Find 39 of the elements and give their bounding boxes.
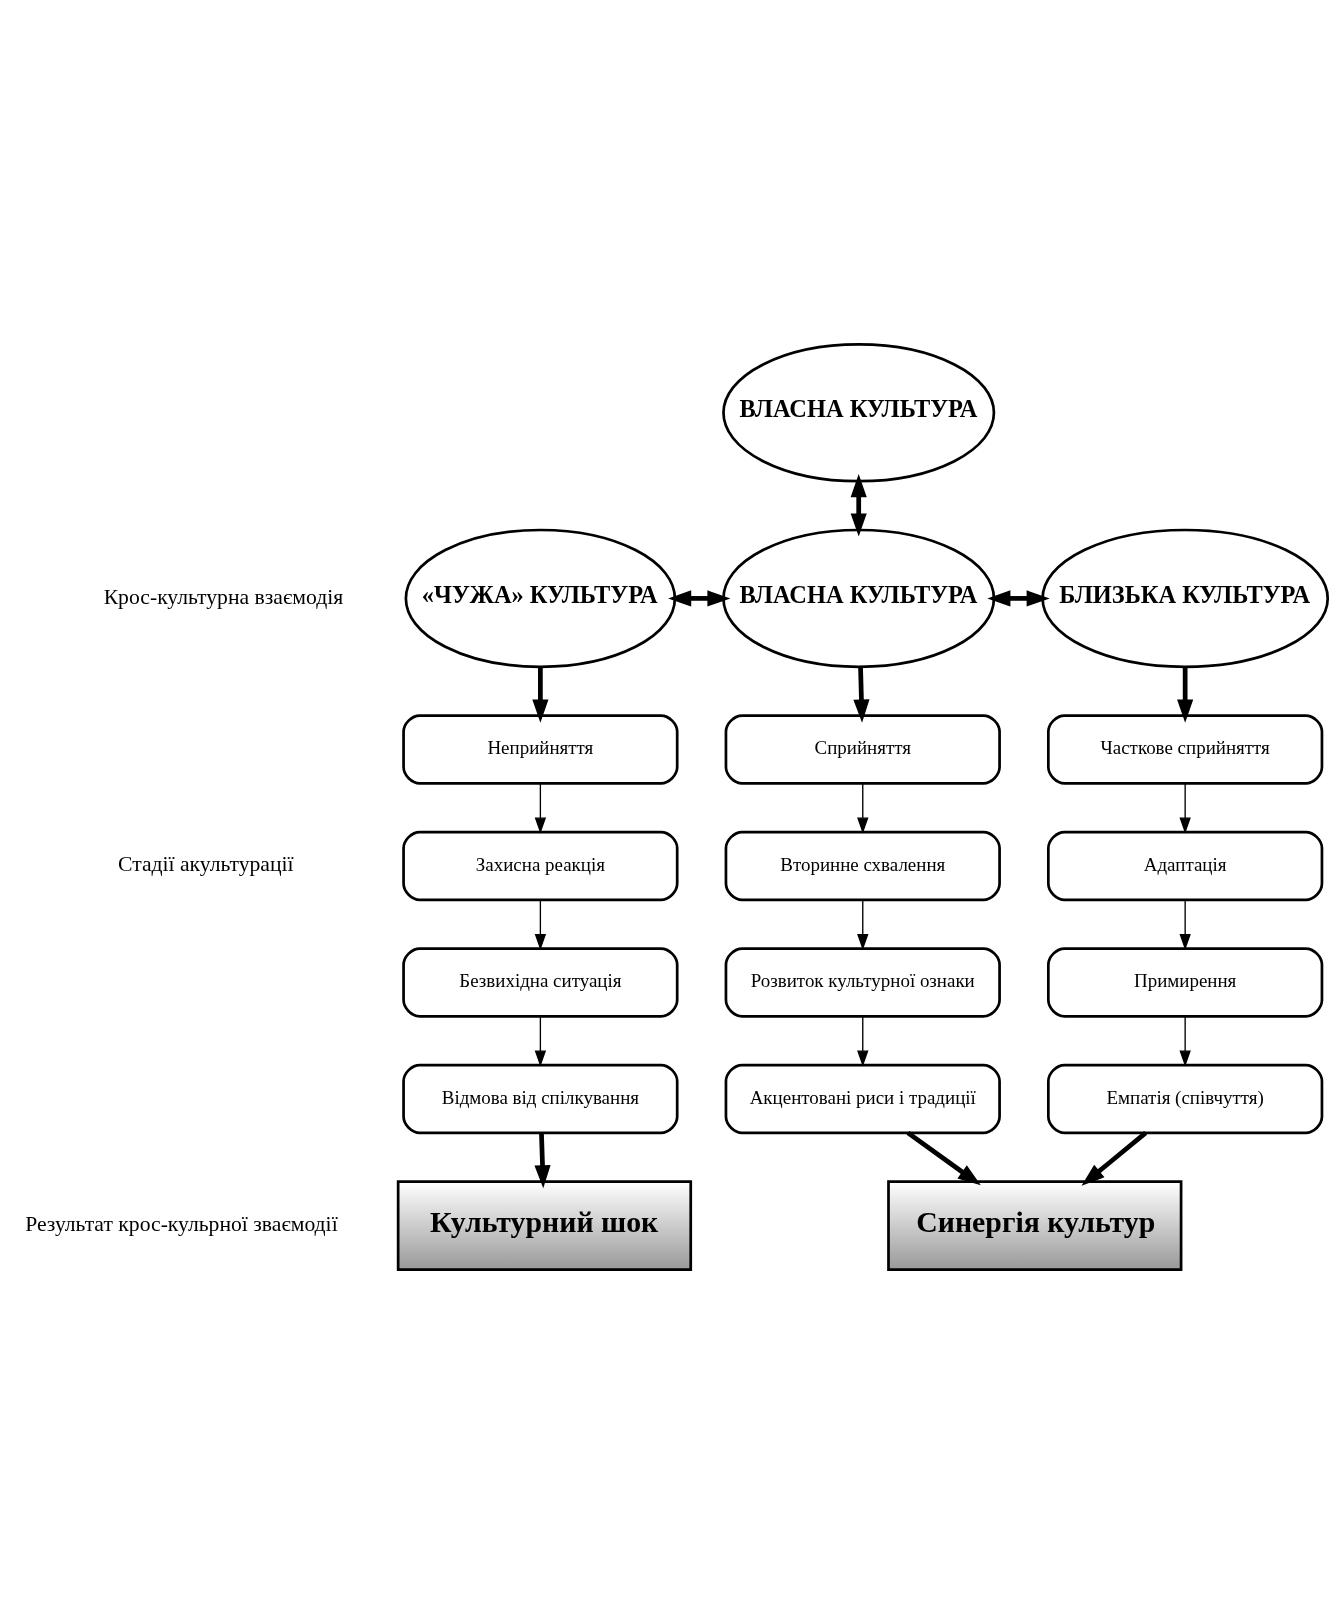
node-ellipse: ВЛАСНА КУЛЬТУРА xyxy=(722,342,996,483)
label: Стадії акультурації xyxy=(118,851,294,876)
node-box: Культурний шок xyxy=(396,1179,693,1271)
arrow xyxy=(534,899,547,950)
node-ellipse: «ЧУЖА» КУЛЬТУРА xyxy=(404,528,677,668)
node-box: Синергія культур xyxy=(887,1179,1183,1271)
label: Результат крос-кульрної зваємодії xyxy=(25,1211,338,1236)
arrow xyxy=(668,589,731,606)
node-box: Примирення xyxy=(1047,946,1324,1018)
arrow xyxy=(906,1130,981,1185)
arrow xyxy=(987,589,1050,606)
arrow xyxy=(857,1015,869,1067)
node-box: Розвиток культурної ознаки xyxy=(724,946,1001,1018)
node-box: Акцентовані риси і традиції xyxy=(724,1063,1001,1134)
node-box: Адаптація xyxy=(1047,830,1324,901)
node-ellipse: БЛИЗЬКА КУЛЬТУРА xyxy=(1041,528,1330,668)
node-box: Захисна реакція xyxy=(402,830,679,901)
arrow xyxy=(857,782,869,834)
arrow xyxy=(534,782,547,834)
node-box: Сприйняття xyxy=(724,713,1001,785)
node-box: Вторинне схвалення xyxy=(724,830,1001,901)
arrow xyxy=(534,1015,547,1067)
node-box: Неприйняття xyxy=(402,713,679,785)
arrow xyxy=(1179,899,1191,950)
arrow xyxy=(857,899,869,950)
arrow xyxy=(1081,1130,1148,1186)
node-box: Відмова від спілкування xyxy=(402,1063,679,1134)
arrow xyxy=(850,473,867,537)
node-box: Безвихідна ситуація xyxy=(402,946,679,1018)
arrow xyxy=(1179,782,1191,834)
node-ellipse: ВЛАСНА КУЛЬТУРА xyxy=(722,528,996,668)
node-box: Часткове сприйняття xyxy=(1047,713,1324,785)
node-box: Емпатія (співчуття) xyxy=(1047,1063,1324,1134)
arrow xyxy=(853,666,870,723)
arrow xyxy=(534,1132,551,1188)
arrow xyxy=(1177,666,1194,723)
arrow xyxy=(1179,1015,1191,1067)
label: Крос-культурна взаємодія xyxy=(103,584,344,609)
arrow xyxy=(532,666,549,723)
